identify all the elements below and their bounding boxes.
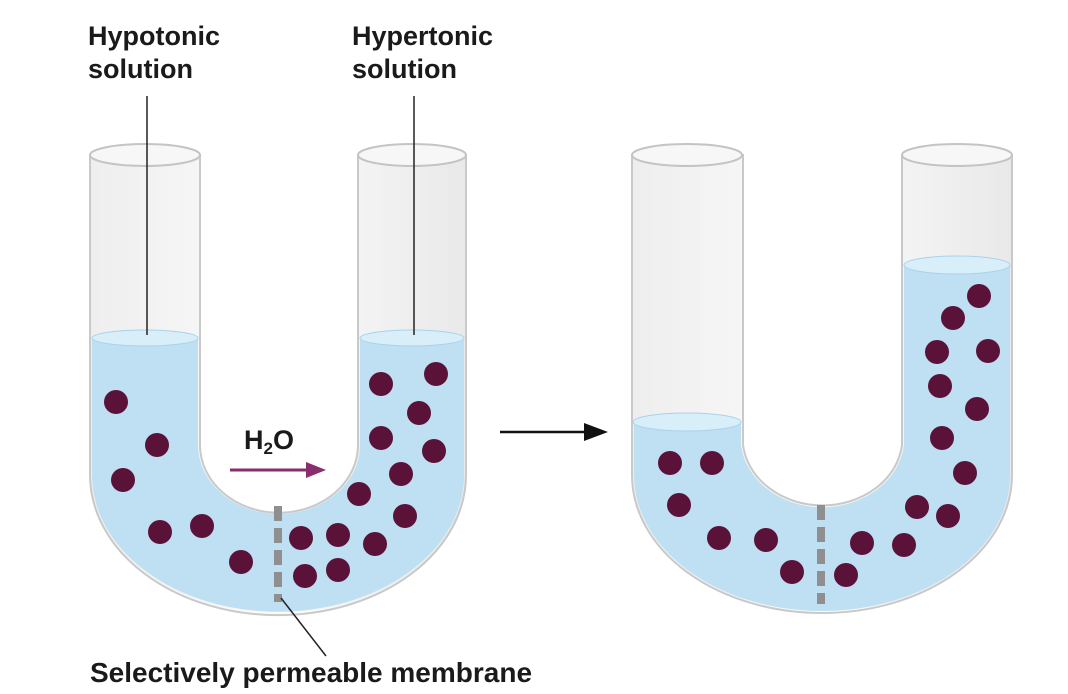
water-label-o: O — [272, 425, 294, 455]
solute-particle — [369, 372, 393, 396]
hypertonic-label-line1: Hypertonic — [352, 21, 494, 51]
water-label: H2O — [244, 424, 294, 465]
membrane-label: Selectively permeable membrane — [90, 657, 533, 688]
solutes-before — [104, 362, 448, 588]
rim-left-after — [631, 143, 743, 167]
solute-particle — [289, 526, 313, 550]
solute-particle — [928, 374, 952, 398]
solute-particle — [892, 533, 916, 557]
solute-particle — [393, 504, 417, 528]
solute-particle — [780, 560, 804, 584]
solute-particle — [953, 461, 977, 485]
solute-particle — [145, 433, 169, 457]
leader-line-membrane — [280, 597, 327, 657]
hypotonic-label-line2: solution — [88, 54, 193, 84]
solute-particle — [293, 564, 317, 588]
solute-particle — [754, 528, 778, 552]
u-tube-after — [631, 143, 1013, 614]
rim-right-after — [901, 143, 1013, 167]
solute-particle — [369, 426, 393, 450]
solute-particle — [363, 532, 387, 556]
solute-particle — [925, 340, 949, 364]
solute-particle — [936, 504, 960, 528]
solute-particle — [667, 493, 691, 517]
solute-particle — [707, 526, 731, 550]
rim-right-before — [357, 143, 467, 167]
solute-particle — [976, 339, 1000, 363]
solute-particle — [422, 439, 446, 463]
u-tube-before — [89, 143, 467, 617]
solute-particle — [148, 520, 172, 544]
solute-particle — [111, 468, 135, 492]
hypotonic-solution-label: Hypotonic solution — [88, 20, 220, 86]
solute-particle — [850, 531, 874, 555]
solute-particle — [190, 514, 214, 538]
surface-right-after — [903, 255, 1011, 275]
solute-particle — [905, 495, 929, 519]
solute-particle — [104, 390, 128, 414]
solute-particle — [326, 523, 350, 547]
hypertonic-solution-label: Hypertonic solution — [352, 20, 493, 86]
solute-particle — [229, 550, 253, 574]
surface-right-before — [359, 329, 465, 347]
hypotonic-label-line1: Hypotonic — [88, 21, 220, 51]
surface-left-after — [632, 412, 742, 432]
water-flow-arrowhead — [306, 462, 326, 478]
solute-particle — [700, 451, 724, 475]
solute-particle — [424, 362, 448, 386]
solute-particle — [930, 426, 954, 450]
solute-particle — [941, 306, 965, 330]
solute-particle — [347, 482, 371, 506]
solute-particle — [965, 397, 989, 421]
surface-left-before — [91, 329, 199, 347]
solute-particle — [389, 462, 413, 486]
solute-particle — [967, 284, 991, 308]
solute-particle — [407, 401, 431, 425]
solution-after — [634, 265, 1010, 611]
water-label-subscript: 2 — [263, 439, 273, 458]
solute-particle — [658, 451, 682, 475]
transition-arrowhead — [584, 423, 608, 441]
solute-particle — [834, 563, 858, 587]
solutes-after — [658, 284, 1000, 587]
hypertonic-label-line2: solution — [352, 54, 457, 84]
water-label-h: H — [244, 425, 264, 455]
rim-left-before — [89, 143, 201, 167]
solute-particle — [326, 558, 350, 582]
